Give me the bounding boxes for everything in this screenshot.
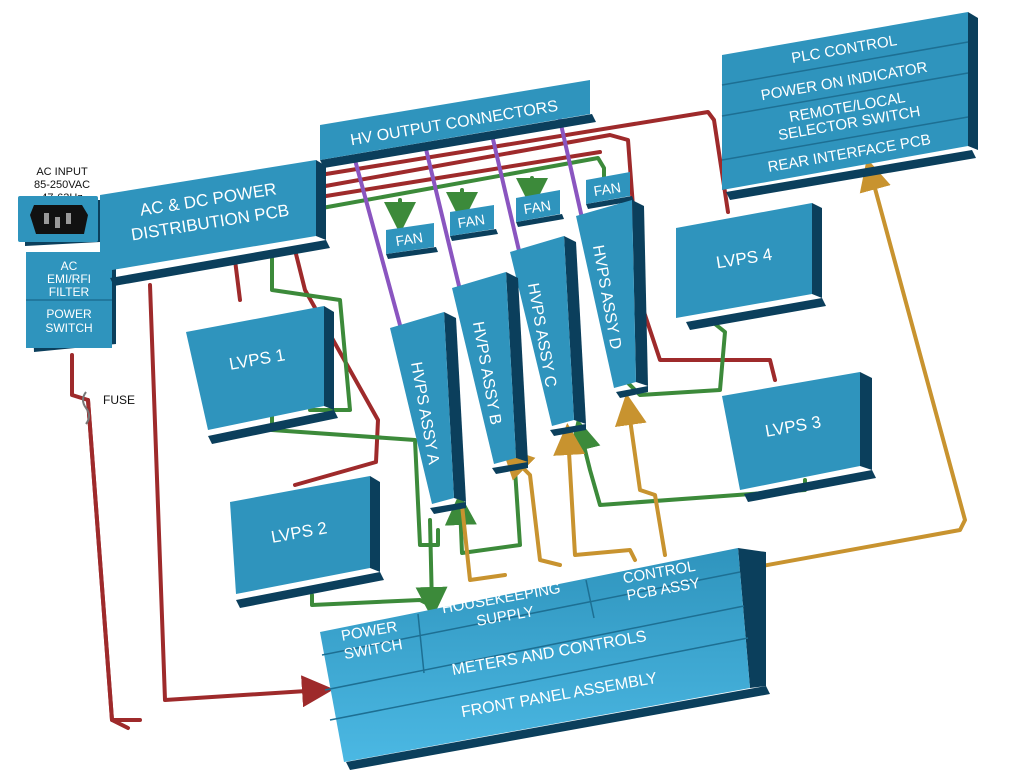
fan-3-label: FAN <box>523 197 552 217</box>
lvps2-to-housekeeping-wire <box>310 593 432 607</box>
fan-1-label: FAN <box>395 229 424 249</box>
fan-4-label: FAN <box>593 179 622 199</box>
ac-input-label: AC INPUT <box>36 166 88 178</box>
wires <box>70 110 967 730</box>
lvps-3: LVPS 3 <box>722 372 876 502</box>
filter-label-2: EMI/RFI <box>47 272 91 286</box>
power-distribution-pcb: AC & DC POWER DISTRIBUTION PCB <box>100 160 330 286</box>
pdb-to-fans-wire <box>320 156 606 210</box>
fuse-symbol-icon <box>82 391 90 425</box>
hvps-b-hv-wire <box>423 143 462 292</box>
filter-switch-label: SWITCH <box>45 321 92 335</box>
hvps-assy-c: HVPS ASSY C <box>510 236 586 436</box>
lvps-4: LVPS 4 <box>676 203 826 330</box>
fuse-label: FUSE <box>103 393 135 407</box>
hvps-b-feed-wire <box>444 468 522 555</box>
hvps-assy-b: HVPS ASSY B <box>452 272 528 474</box>
hvps-c-hv-wire <box>490 133 522 257</box>
emi-filter-box: AC EMI/RFI FILTER POWER SWITCH <box>26 252 116 352</box>
iec-connector-icon <box>18 196 100 246</box>
hv-output-connectors: HV OUTPUT CONNECTORS <box>320 80 596 168</box>
control-to-rear-interface-wire <box>738 158 967 572</box>
hvps-assy-d: HVPS ASSY D <box>576 200 648 398</box>
control-to-hvps-d-wire <box>614 393 667 557</box>
hvps-a-hv-wire <box>353 158 402 327</box>
fan-2: FAN <box>450 205 498 241</box>
filter-power-label: POWER <box>46 307 92 321</box>
ac-input-voltage: 85-250VAC <box>34 179 90 191</box>
hv-wires <box>353 118 584 327</box>
pdb-to-lvps1-dc-wire <box>270 253 352 412</box>
hvps-assy-a: HVPS ASSY A <box>390 312 466 514</box>
fuse-to-front-panel-wire <box>86 398 130 730</box>
pdb-to-front-panel-wire <box>148 283 334 708</box>
pdb-to-lvps4-wire <box>318 110 730 214</box>
pdb-bus-wire <box>318 150 602 199</box>
hvps-d-hv-wire <box>558 118 584 220</box>
rear-interface-pcb: PLC CONTROL POWER ON INDICATOR REMOTE/LO… <box>721 12 978 200</box>
control-to-hvps-c-wire <box>553 423 637 562</box>
pdb-to-lvps2-wire <box>293 248 380 487</box>
fan-4: FAN <box>586 172 634 209</box>
hk-feed-wire <box>415 518 448 619</box>
fan-3: FAN <box>516 190 564 227</box>
pdb-to-lvps1-wire <box>233 258 242 302</box>
ac-input-group: AC INPUT 85-250VAC 47-63Hz <box>18 166 100 246</box>
fan-1: FAN <box>386 223 438 259</box>
lvps-1: LVPS 1 <box>186 306 338 444</box>
filter-label-1: AC <box>61 259 78 273</box>
fan-2-label: FAN <box>457 211 486 231</box>
control-to-hvps-a-wire <box>460 503 507 582</box>
lvps-2: LVPS 2 <box>230 476 384 608</box>
filter-label-3: FILTER <box>49 285 90 299</box>
front-panel-assembly: POWER SWITCH HOUSEKEEPING SUPPLY CONTROL… <box>320 548 770 770</box>
